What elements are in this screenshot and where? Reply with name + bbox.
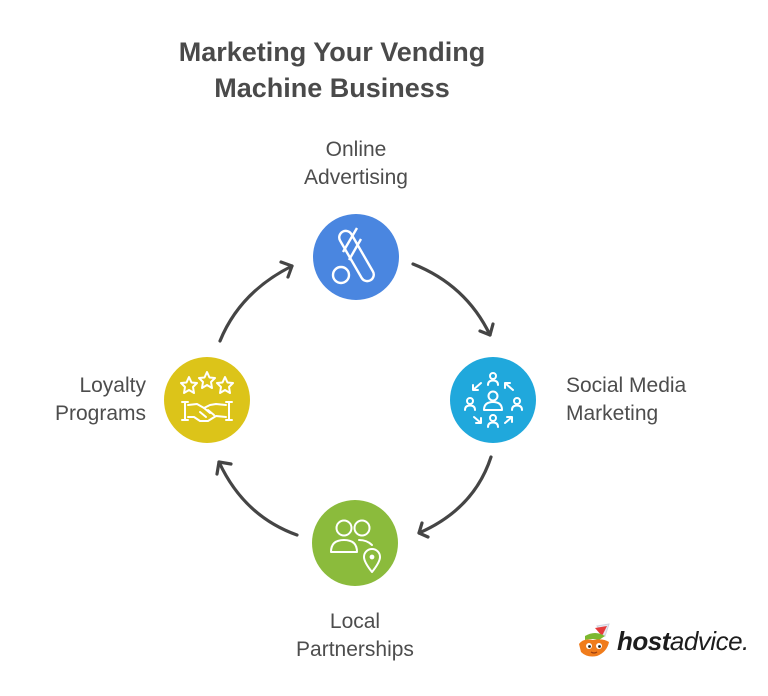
logo-wordmark-bold: host [617, 626, 670, 656]
label-line: Partnerships [296, 638, 414, 661]
social-network-icon [464, 372, 523, 428]
logo-wordmark: hostadvice. [617, 626, 749, 656]
node-social-media-marketing [450, 357, 536, 443]
title-line-2: Machine Business [214, 73, 450, 103]
title-line-1: Marketing Your Vending [178, 37, 486, 67]
label-loyalty-programs: Loyalty Programs [20, 372, 146, 428]
label-line: Online [325, 138, 387, 161]
label-line: Marketing [566, 402, 659, 425]
people-location-icon [330, 519, 381, 573]
label-line: Local [329, 610, 381, 633]
diagram-title: Marketing Your Vending Machine Business [0, 34, 664, 106]
node-local-partnerships [312, 500, 398, 586]
hostadvice-logo: hostadvice. [575, 622, 749, 662]
label-online-advertising: Online Advertising [256, 136, 456, 192]
fox-mascot-icon [579, 623, 610, 657]
logo-wordmark-regular: advice. [669, 626, 749, 656]
arrow-local-to-loyalty [217, 460, 299, 537]
label-local-partnerships: Local Partnerships [255, 608, 455, 664]
label-line: Loyalty [79, 374, 146, 397]
arrow-social-to-local [417, 455, 493, 535]
label-line: Social Media [566, 374, 687, 397]
arrow-online-to-social [411, 262, 492, 337]
node-loyalty-programs [164, 357, 250, 443]
node-online-advertising [313, 214, 399, 300]
stars-handshake-icon [180, 371, 234, 422]
google-ads-icon [331, 227, 375, 285]
arrow-loyalty-to-online [218, 264, 294, 343]
label-line: Programs [54, 402, 146, 425]
label-line: Advertising [304, 166, 408, 189]
label-social-media-marketing: Social Media Marketing [566, 372, 686, 428]
